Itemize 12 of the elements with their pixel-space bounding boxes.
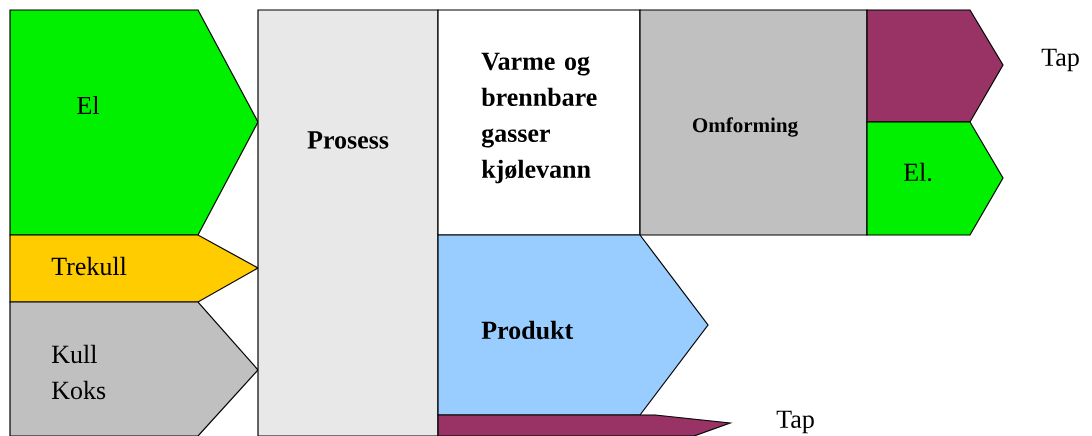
input-band: Trekull [9,234,260,303]
side-label: Tap [776,410,814,434]
input-band: Kull Koks [9,301,259,436]
conversion-box: Omforming [639,9,868,236]
process-box: Prosess [257,9,439,436]
loss-band [866,9,1004,123]
loss-band [437,414,733,436]
output-box: Varme og brennbare gasser kjølevann [437,9,641,236]
side-label: Tap [1041,48,1079,72]
input-band: El [9,9,259,236]
output-band: El. [866,121,1004,236]
product-band: Produkt [437,234,709,416]
